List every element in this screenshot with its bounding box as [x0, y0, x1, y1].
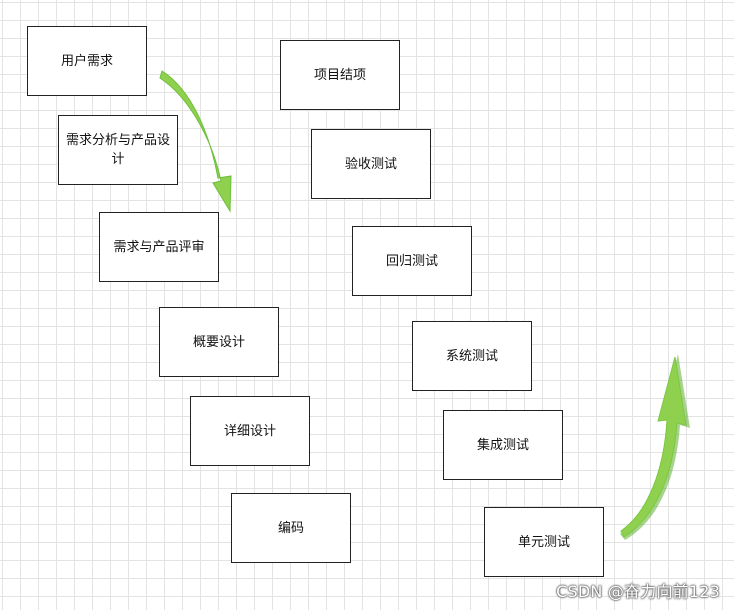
step-label: 集成测试: [476, 437, 529, 453]
step-requirement-review: 需求与产品评审: [99, 212, 219, 282]
step-integration-test: 集成测试: [443, 410, 563, 480]
up-arrow-shadow: [620, 354, 690, 540]
step-outline-design: 概要设计: [159, 307, 279, 377]
step-label: 验收测试: [344, 156, 397, 172]
step-acceptance-test: 验收测试: [311, 129, 431, 199]
step-label: 回归测试: [385, 253, 438, 269]
step-requirement-analysis: 需求分析与产品设计: [58, 115, 178, 185]
step-label: 系统测试: [445, 348, 498, 364]
step-unit-test: 单元测试: [484, 507, 604, 577]
step-detailed-design: 详细设计: [190, 396, 310, 466]
step-label: 编码: [277, 520, 304, 536]
step-system-test: 系统测试: [412, 321, 532, 391]
step-label: 需求与产品评审: [113, 239, 205, 255]
step-user-requirements: 用户需求: [27, 26, 147, 96]
step-label: 用户需求: [60, 53, 113, 69]
step-label: 概要设计: [192, 334, 245, 350]
up-arrow: [620, 354, 690, 540]
step-label: 单元测试: [517, 534, 570, 550]
step-label: 项目结项: [313, 67, 366, 83]
step-regression-test: 回归测试: [352, 226, 472, 296]
step-label: 需求分析与产品设计: [65, 133, 170, 167]
up-arrow-body: [620, 356, 687, 538]
step-coding: 编码: [231, 493, 351, 563]
step-label: 详细设计: [223, 423, 276, 439]
step-project-closure: 项目结项: [280, 40, 400, 110]
watermark: CSDN @奋力向前123: [556, 582, 720, 601]
